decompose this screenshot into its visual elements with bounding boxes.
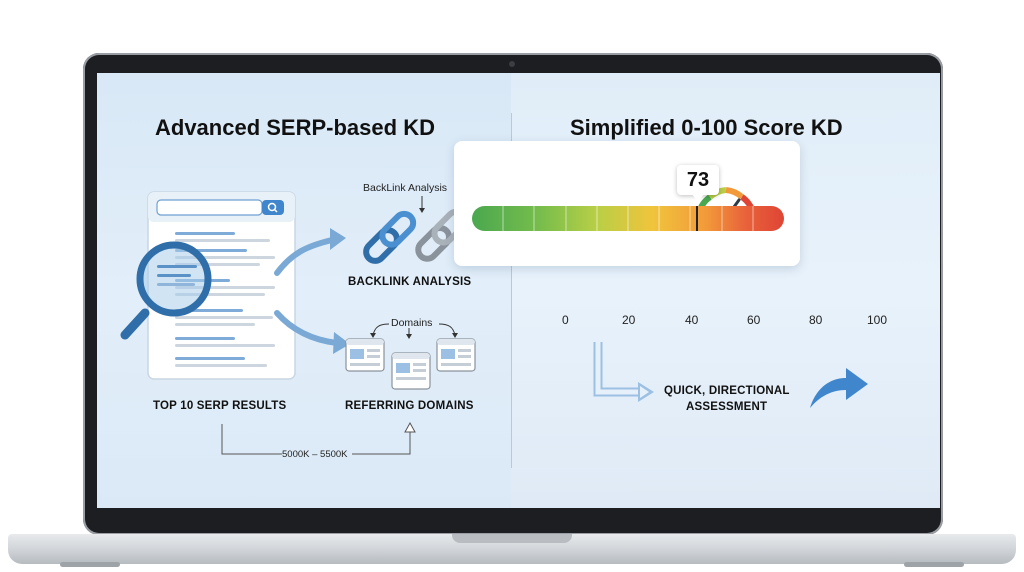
referring-caption: REFERRING DOMAINS <box>345 400 474 412</box>
score-value: 73 <box>677 165 719 195</box>
assessment-line-1: QUICK, DIRECTIONAL <box>664 385 790 397</box>
domains-note: Domains <box>391 317 433 329</box>
backlink-note: BackLink Analysis <box>363 182 448 194</box>
tick-label: 100 <box>867 313 888 327</box>
backlink-caption: BACKLINK ANALYSIS <box>348 276 472 288</box>
serp-caption: TOP 10 SERP RESULTS <box>153 400 287 412</box>
camera-icon <box>509 61 515 67</box>
assessment-line-2: ASSESSMENT <box>686 401 768 413</box>
tick-label: 60 <box>747 313 761 327</box>
arrow-head-icon <box>333 332 350 354</box>
laptop-screen: Advanced SERP-based KD <box>97 73 940 508</box>
search-icon <box>267 202 278 213</box>
tick-label: 20 <box>622 313 636 327</box>
tick-label: 0 <box>562 313 569 327</box>
laptop-foot <box>60 562 120 567</box>
assessment-arrow <box>593 342 654 402</box>
arrow-head-icon <box>330 228 346 250</box>
tick-label: 40 <box>685 313 699 327</box>
serp-results-illustration <box>120 191 296 380</box>
browser-window-icon <box>345 338 476 390</box>
domains-arrows <box>370 323 458 339</box>
gauge-shadow-layer <box>97 73 940 508</box>
tick-label: 80 <box>809 313 823 327</box>
left-panel-title: Advanced SERP-based KD <box>155 115 435 140</box>
down-arrow-icon <box>419 196 425 213</box>
curved-arrow-icon <box>810 368 868 408</box>
magnifier-icon <box>120 241 212 340</box>
scale-segments <box>502 206 754 231</box>
score-pointer <box>692 194 704 202</box>
flow-arrows <box>274 228 350 354</box>
panel-divider <box>511 113 512 468</box>
right-panel-title: Simplified 0-100 Score KD <box>570 115 843 140</box>
laptop-foot <box>904 562 964 567</box>
laptop-notch <box>452 534 572 543</box>
range-connector <box>221 421 416 455</box>
search-button-shape <box>262 200 284 215</box>
range-label: 5000K – 5500K <box>282 449 348 460</box>
